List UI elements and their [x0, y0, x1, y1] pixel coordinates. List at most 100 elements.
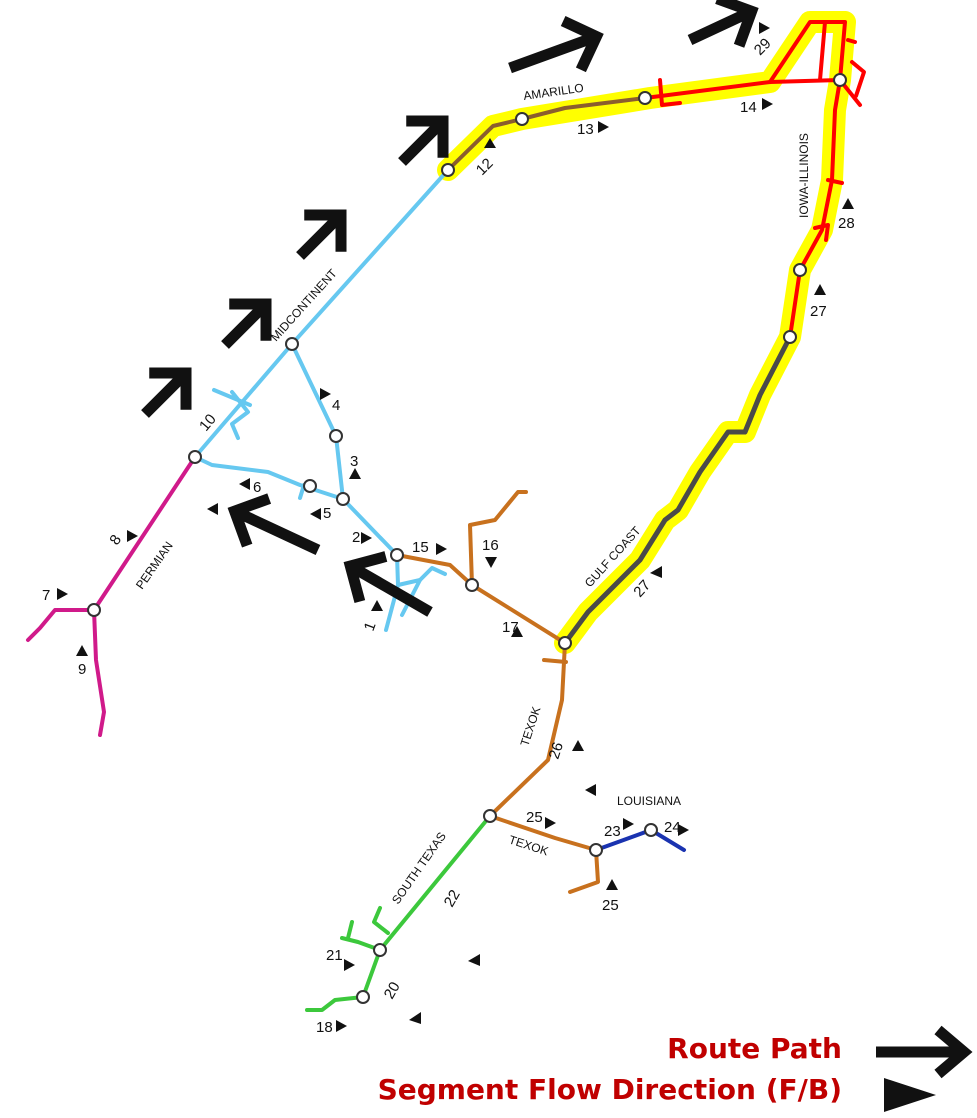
triangle-right-icon: [678, 824, 689, 836]
route-arrow-icon: [221, 298, 272, 349]
triangle-right-icon: [207, 503, 218, 515]
segment-label: 13: [577, 121, 594, 138]
segment-label: 20: [381, 979, 404, 1002]
region-label-louisiana: LOUISIANA: [617, 794, 681, 808]
route-arrows: [141, 0, 759, 617]
segment-label: 26: [546, 740, 567, 761]
segment-label: 16: [482, 537, 499, 554]
segment-label: 5: [323, 505, 331, 522]
segment-label: 7: [42, 587, 50, 604]
triangle-right-icon: [650, 566, 662, 578]
node[interactable]: [483, 809, 497, 823]
region-labels: AMARILLO MIDCONTINENT PERMIAN IOWA-ILLIN…: [133, 81, 811, 907]
node[interactable]: [390, 548, 404, 562]
flow-triangles: [57, 22, 854, 1032]
route-arrow-icon: [296, 209, 347, 260]
triangle-right-icon: [409, 1012, 421, 1024]
node[interactable]: [336, 492, 350, 506]
node[interactable]: [465, 578, 479, 592]
segment-label: 6: [253, 479, 261, 496]
triangle-right-icon: [371, 600, 383, 611]
triangle-right-icon: [349, 468, 361, 479]
segment-label: 9: [78, 661, 86, 678]
triangle-right-icon: [76, 645, 88, 656]
segment-label: 25: [602, 897, 619, 914]
triangle-right-icon: [511, 626, 523, 637]
triangle-right-icon: [598, 121, 609, 133]
segment-label: 23: [604, 823, 621, 840]
segment-label: 12: [473, 155, 497, 179]
route-arrow-icon: [508, 16, 604, 74]
node[interactable]: [793, 263, 807, 277]
segment-label: 29: [751, 35, 775, 59]
segment-label: 27: [810, 303, 827, 320]
region-label-texok-south: TEXOK: [507, 833, 550, 859]
triangle-right-icon: [239, 478, 250, 490]
node[interactable]: [638, 91, 652, 105]
triangle-right-icon: [484, 138, 496, 148]
region-label-permian: PERMIAN: [133, 539, 176, 592]
node[interactable]: [644, 823, 658, 837]
triangle-right-icon: [485, 557, 497, 568]
triangle-right-icon: [320, 388, 331, 400]
segment-label: 21: [326, 947, 343, 964]
node[interactable]: [87, 603, 101, 617]
segment-label: 1: [361, 620, 380, 634]
segment-label: 3: [350, 453, 358, 470]
triangle-right-icon: [814, 284, 826, 295]
triangle-right-icon: [436, 543, 447, 555]
triangle-right-icon: [336, 1020, 347, 1032]
legend-segment-flow-label: Segment Flow Direction (F/B): [377, 1073, 842, 1106]
triangle-right-icon: [623, 818, 634, 830]
pipeline-nodes: [87, 73, 847, 1004]
segment-label: 8: [106, 532, 125, 549]
route-arrow-icon: [687, 0, 759, 48]
segment-label: 25: [526, 809, 543, 826]
triangle-right-icon: [759, 22, 770, 34]
triangle-right-icon: [361, 532, 372, 544]
region-label-south-texas: SOUTH TEXAS: [389, 829, 449, 906]
node[interactable]: [441, 163, 455, 177]
triangle-right-icon: [545, 817, 556, 829]
triangle-right-icon: [572, 740, 584, 751]
segment-labels: 29 14 13 12 28 27 27 10 4 3 6 5 2 8 7 9 …: [42, 35, 855, 1036]
triangle-right-icon: [585, 784, 596, 796]
segment-label: 18: [316, 1019, 333, 1036]
triangle-right-icon: [762, 98, 773, 110]
node[interactable]: [833, 73, 847, 87]
node[interactable]: [188, 450, 202, 464]
node[interactable]: [373, 943, 387, 957]
triangle-right-icon: [884, 1078, 936, 1112]
triangle-right-icon: [606, 879, 618, 890]
node[interactable]: [303, 479, 317, 493]
segment-label: 14: [740, 99, 757, 116]
node[interactable]: [558, 636, 572, 650]
node[interactable]: [783, 330, 797, 344]
legend-symbols: [876, 1025, 973, 1112]
triangle-right-icon: [57, 588, 68, 600]
segment-label: 2: [352, 529, 360, 546]
triangle-right-icon: [344, 959, 355, 971]
segment-label: 24: [664, 819, 681, 836]
route-arrow-icon: [141, 367, 192, 418]
region-label-iowa-illinois: IOWA-ILLINOIS: [797, 133, 811, 218]
arrow-right-icon: [876, 1025, 973, 1079]
segment-label: 4: [332, 397, 340, 414]
segment-label: 17: [502, 619, 519, 636]
region-label-texok-north: TEXOK: [518, 705, 544, 748]
node[interactable]: [329, 429, 343, 443]
node[interactable]: [589, 843, 603, 857]
triangle-right-icon: [310, 508, 321, 520]
node[interactable]: [515, 112, 529, 126]
segment-label: 15: [412, 539, 429, 556]
triangle-right-icon: [127, 530, 138, 542]
node[interactable]: [356, 990, 370, 1004]
node[interactable]: [285, 337, 299, 351]
triangle-right-icon: [842, 198, 854, 209]
segment-label: 22: [441, 887, 464, 910]
route-arrow-icon: [398, 115, 449, 166]
legend-route-path-label: Route Path: [667, 1032, 842, 1065]
triangle-right-icon: [468, 954, 480, 966]
segment-label: 28: [838, 215, 855, 232]
